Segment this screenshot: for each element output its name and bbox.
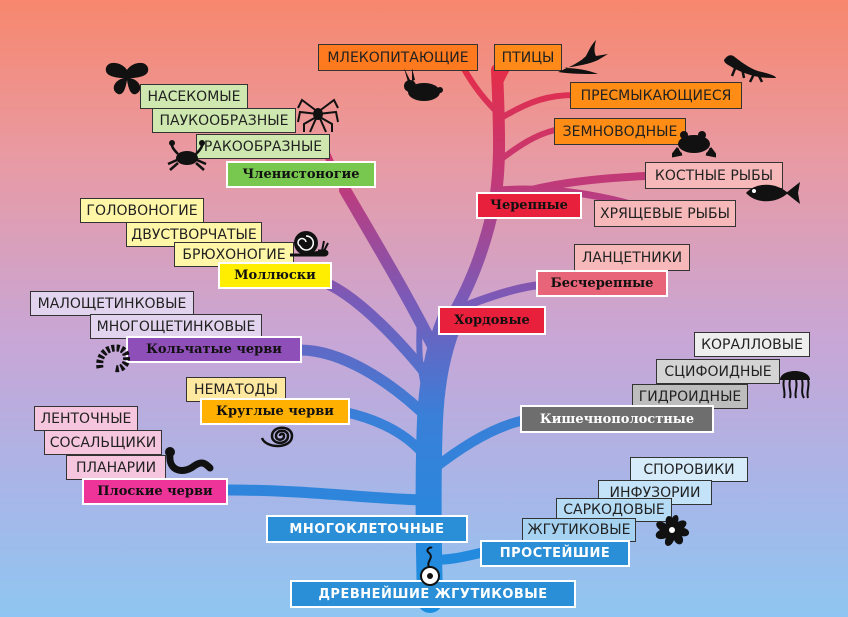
fish-icon [746, 182, 800, 204]
label-cartilaginous-fish: ХРЯЩЕВЫЕ РЫБЫ [594, 200, 736, 227]
branch-annelids [294, 344, 436, 426]
label-scyphozoa: СЦИФОИДНЫЕ [656, 359, 780, 384]
label-oligochaetes: МАЛОЩЕТИНКОВЫЕ [30, 291, 194, 316]
label-ciliates: ИНФУЗОРИИ [598, 480, 712, 505]
branch-roundworms [340, 407, 433, 465]
rabbit-icon [404, 68, 443, 101]
label-flagellates: ЖГУТИКОВЫЕ [522, 518, 636, 542]
crab-icon [167, 140, 207, 171]
group-cnidaria: Кишечнополостные [520, 405, 714, 433]
group-mollusks: Моллюски [218, 262, 332, 289]
label-reptiles: ПРЕСМЫКАЮЩИЕСЯ [570, 82, 742, 109]
worm-icon [165, 447, 214, 474]
branch-flatworms [224, 484, 436, 506]
group-flatworms: Плоские черви [82, 478, 228, 505]
group-multicellular: МНОГОКЛЕТОЧНЫЕ [266, 515, 468, 543]
group-craniates: Черепные [476, 192, 582, 219]
label-arachnids: ПАУКООБРАЗНЫЕ [152, 108, 296, 133]
snail-icon [290, 231, 329, 257]
label-cephalopods: ГОЛОВОНОГИЕ [80, 198, 204, 223]
label-corals: КОРАЛЛОВЫЕ [694, 332, 810, 357]
group-arthropods: Членистоногие [226, 161, 376, 188]
label-insects: НАСЕКОМЫЕ [140, 84, 248, 109]
lizard-icon [724, 55, 776, 83]
jellyfish-icon [780, 371, 810, 399]
spiral-worm-icon [260, 426, 294, 448]
label-hydrozoa: ГИДРОИДНЫЕ [632, 384, 748, 409]
branch-cnidaria [427, 415, 530, 475]
group-protozoa: ПРОСТЕЙШИЕ [480, 540, 630, 567]
bird-icon [558, 40, 608, 74]
group-chordates: Хордовые [438, 306, 546, 335]
label-birds: ПТИЦЫ [494, 44, 562, 71]
group-roundworms: Круглые черви [200, 398, 350, 425]
spider-icon [297, 98, 339, 133]
label-sporozoa: СПОРОВИКИ [630, 457, 748, 482]
label-tapeworms: ЛЕНТОЧНЫЕ [34, 406, 138, 431]
group-acraniates: Бесчерепные [536, 270, 668, 297]
label-lancelets: ЛАНЦЕТНИКИ [574, 244, 690, 271]
group-annelids: Кольчатые черви [126, 336, 302, 363]
label-bony-fish: КОСТНЫЕ РЫБЫ [645, 162, 783, 189]
label-planarians: ПЛАНАРИИ [66, 455, 166, 480]
branch-arthropods [339, 184, 446, 366]
branch-small-left [416, 317, 428, 393]
label-crustaceans: РАКООБРАЗНЫЕ [196, 134, 330, 159]
flagellate-cell-icon [420, 546, 440, 586]
label-mammals: МЛЕКОПИТАЮЩИЕ [318, 44, 478, 71]
label-amphibians: ЗЕМНОВОДНЫЕ [554, 118, 686, 145]
butterfly-icon [105, 62, 149, 95]
branch-reptiles [495, 92, 578, 123]
label-polychaetes: МНОГОЩЕТИНКОВЫЕ [90, 314, 262, 339]
centipede-icon [96, 344, 130, 373]
branch-amphibians [497, 127, 558, 163]
label-flukes: СОСАЛЬЩИКИ [44, 430, 162, 455]
amoeba-icon [655, 515, 690, 546]
frog-icon [672, 131, 716, 158]
